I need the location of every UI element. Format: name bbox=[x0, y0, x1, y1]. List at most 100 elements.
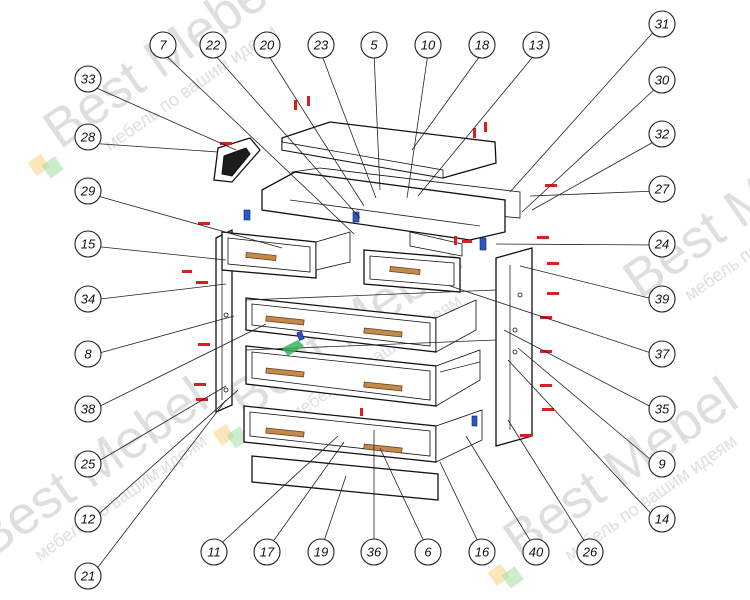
leader-lines bbox=[87, 27, 658, 576]
callout-32: 32 bbox=[648, 120, 676, 148]
svg-text:31: 31 bbox=[655, 17, 669, 32]
watermark-logo-square bbox=[41, 156, 64, 179]
top-panel-edge bbox=[281, 141, 444, 179]
callout-10: 10 bbox=[414, 31, 442, 59]
svg-text:25: 25 bbox=[80, 457, 96, 472]
green-accent bbox=[282, 340, 304, 356]
blue-bracket bbox=[296, 330, 305, 341]
svg-text:18: 18 bbox=[475, 38, 490, 53]
callout-12: 12 bbox=[74, 505, 102, 533]
callout-20: 20 bbox=[253, 31, 281, 59]
svg-text:23: 23 bbox=[313, 38, 329, 53]
callout-29: 29 bbox=[74, 177, 102, 205]
watermark-brand: Best Mebel bbox=[0, 366, 218, 570]
watermark-logo-square bbox=[27, 153, 50, 177]
callout-13: 13 bbox=[522, 31, 550, 59]
callout-27: 27 bbox=[648, 175, 676, 203]
callout-19: 19 bbox=[307, 538, 335, 566]
svg-text:15: 15 bbox=[81, 237, 96, 252]
watermark-brand: Best Mebel bbox=[32, 0, 288, 160]
svg-text:26: 26 bbox=[582, 545, 598, 560]
drawer-handle bbox=[389, 266, 421, 275]
callout-18: 18 bbox=[468, 31, 496, 59]
callouts: 7 22 20 23 5 10 18 13 31 33 30 32 28 27 … bbox=[74, 10, 676, 590]
callout-40: 40 bbox=[522, 538, 550, 566]
svg-text:7: 7 bbox=[159, 38, 167, 53]
carcass-top bbox=[261, 171, 506, 241]
callout-7: 7 bbox=[149, 31, 177, 59]
svg-text:6: 6 bbox=[424, 545, 432, 560]
svg-text:32: 32 bbox=[655, 127, 670, 142]
watermark-logo-square bbox=[487, 563, 510, 587]
callout-37: 37 bbox=[648, 340, 676, 368]
callout-39: 39 bbox=[648, 285, 676, 313]
callout-38: 38 bbox=[74, 395, 102, 423]
side-hinge-dark bbox=[221, 147, 251, 177]
svg-text:12: 12 bbox=[81, 512, 96, 527]
svg-text:30: 30 bbox=[655, 73, 670, 88]
right-side-panel bbox=[495, 247, 533, 447]
drawer-handle bbox=[363, 381, 403, 392]
watermark-logo-square bbox=[501, 566, 524, 589]
callout-35: 35 bbox=[648, 395, 676, 423]
svg-text:24: 24 bbox=[654, 237, 669, 252]
svg-text:20: 20 bbox=[259, 38, 275, 53]
drawer-handle bbox=[245, 252, 277, 261]
callout-15: 15 bbox=[74, 230, 102, 258]
callout-24: 24 bbox=[648, 230, 676, 258]
svg-text:40: 40 bbox=[529, 545, 544, 560]
callout-11: 11 bbox=[200, 538, 228, 566]
callout-25: 25 bbox=[74, 450, 102, 478]
svg-text:28: 28 bbox=[80, 130, 96, 145]
svg-text:39: 39 bbox=[655, 292, 669, 307]
callout-21: 21 bbox=[74, 562, 102, 590]
drawer-handle bbox=[363, 327, 403, 338]
svg-text:29: 29 bbox=[80, 184, 95, 199]
callout-31: 31 bbox=[648, 10, 676, 38]
screws bbox=[182, 96, 559, 437]
svg-text:21: 21 bbox=[80, 569, 95, 584]
svg-text:5: 5 bbox=[370, 38, 378, 53]
right-side-hole bbox=[512, 349, 518, 355]
callout-28: 28 bbox=[74, 123, 102, 151]
svg-text:35: 35 bbox=[655, 402, 670, 417]
callout-14: 14 bbox=[648, 505, 676, 533]
svg-text:16: 16 bbox=[475, 545, 490, 560]
watermark-logo-square bbox=[212, 423, 235, 447]
drawer-side bbox=[435, 349, 481, 407]
svg-text:11: 11 bbox=[207, 545, 221, 560]
svg-text:22: 22 bbox=[205, 38, 221, 53]
left-side-hole bbox=[223, 387, 229, 393]
callout-22: 22 bbox=[199, 31, 227, 59]
callout-17: 17 bbox=[253, 538, 281, 566]
svg-text:38: 38 bbox=[81, 402, 96, 417]
svg-text:14: 14 bbox=[655, 512, 669, 527]
svg-text:33: 33 bbox=[81, 72, 96, 87]
drawer-handle bbox=[265, 367, 305, 378]
svg-text:8: 8 bbox=[84, 347, 92, 362]
svg-text:9: 9 bbox=[658, 457, 665, 472]
watermark-brand: Best Mebel bbox=[612, 106, 750, 310]
svg-text:34: 34 bbox=[81, 292, 95, 307]
chest-drawing bbox=[182, 96, 559, 501]
svg-text:10: 10 bbox=[421, 38, 436, 53]
callout-33: 33 bbox=[74, 65, 102, 93]
callout-6: 6 bbox=[414, 538, 442, 566]
drawer-box bbox=[315, 231, 351, 271]
blue-bracket bbox=[471, 415, 478, 427]
drawer-handle bbox=[363, 443, 403, 454]
svg-text:37: 37 bbox=[655, 347, 670, 362]
callout-5: 5 bbox=[360, 31, 388, 59]
callout-23: 23 bbox=[307, 31, 335, 59]
drawer-handle bbox=[265, 315, 305, 326]
watermark-logo-square bbox=[226, 426, 249, 449]
left-side-hole bbox=[223, 312, 229, 318]
callout-8: 8 bbox=[74, 340, 102, 368]
blue-bracket bbox=[479, 237, 487, 251]
drawer-handle bbox=[265, 427, 305, 438]
svg-text:19: 19 bbox=[314, 545, 328, 560]
svg-text:27: 27 bbox=[654, 182, 670, 197]
callout-36: 36 bbox=[360, 538, 388, 566]
callout-30: 30 bbox=[648, 66, 676, 94]
